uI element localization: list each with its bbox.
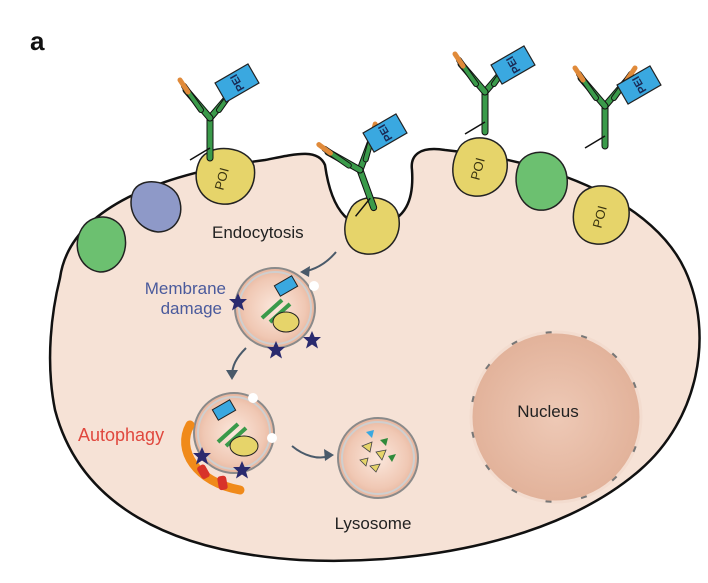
poi-protein-1: POI <box>195 147 256 205</box>
autophagy-vesicle <box>193 392 277 474</box>
membrane-damage-label-line2: damage <box>161 299 222 318</box>
autophagy-receptor-2 <box>217 475 228 491</box>
nucleus-label: Nucleus <box>517 402 578 421</box>
panel-letter: a <box>30 26 45 56</box>
antibody-pei-1: PEI <box>180 63 260 160</box>
poi-protein-3: POI <box>452 137 508 197</box>
autophagy-receptor-1 <box>197 464 210 479</box>
endocytosis-label: Endocytosis <box>212 223 304 242</box>
endosome-damaged <box>229 267 321 359</box>
poi-protein-4: POI <box>572 185 630 245</box>
membrane-protein-green-left <box>76 216 127 273</box>
antibody-pei-3: PEI <box>455 45 536 134</box>
svg-text:POI: POI <box>468 156 488 182</box>
antibody-pei-2: PEI <box>319 113 408 220</box>
svg-text:POI: POI <box>212 166 232 192</box>
membrane-protein-green-right <box>515 151 568 211</box>
autophagy-label: Autophagy <box>78 425 164 445</box>
membrane-damage-label-line1: Membrane <box>145 279 226 298</box>
membrane-protein-purple <box>130 181 182 233</box>
antibody-pei-4: PEI <box>575 66 662 148</box>
lysosome <box>337 417 419 499</box>
svg-text:POI: POI <box>590 204 610 230</box>
lysosome-label: Lysosome <box>335 514 412 533</box>
nucleus <box>469 330 643 504</box>
